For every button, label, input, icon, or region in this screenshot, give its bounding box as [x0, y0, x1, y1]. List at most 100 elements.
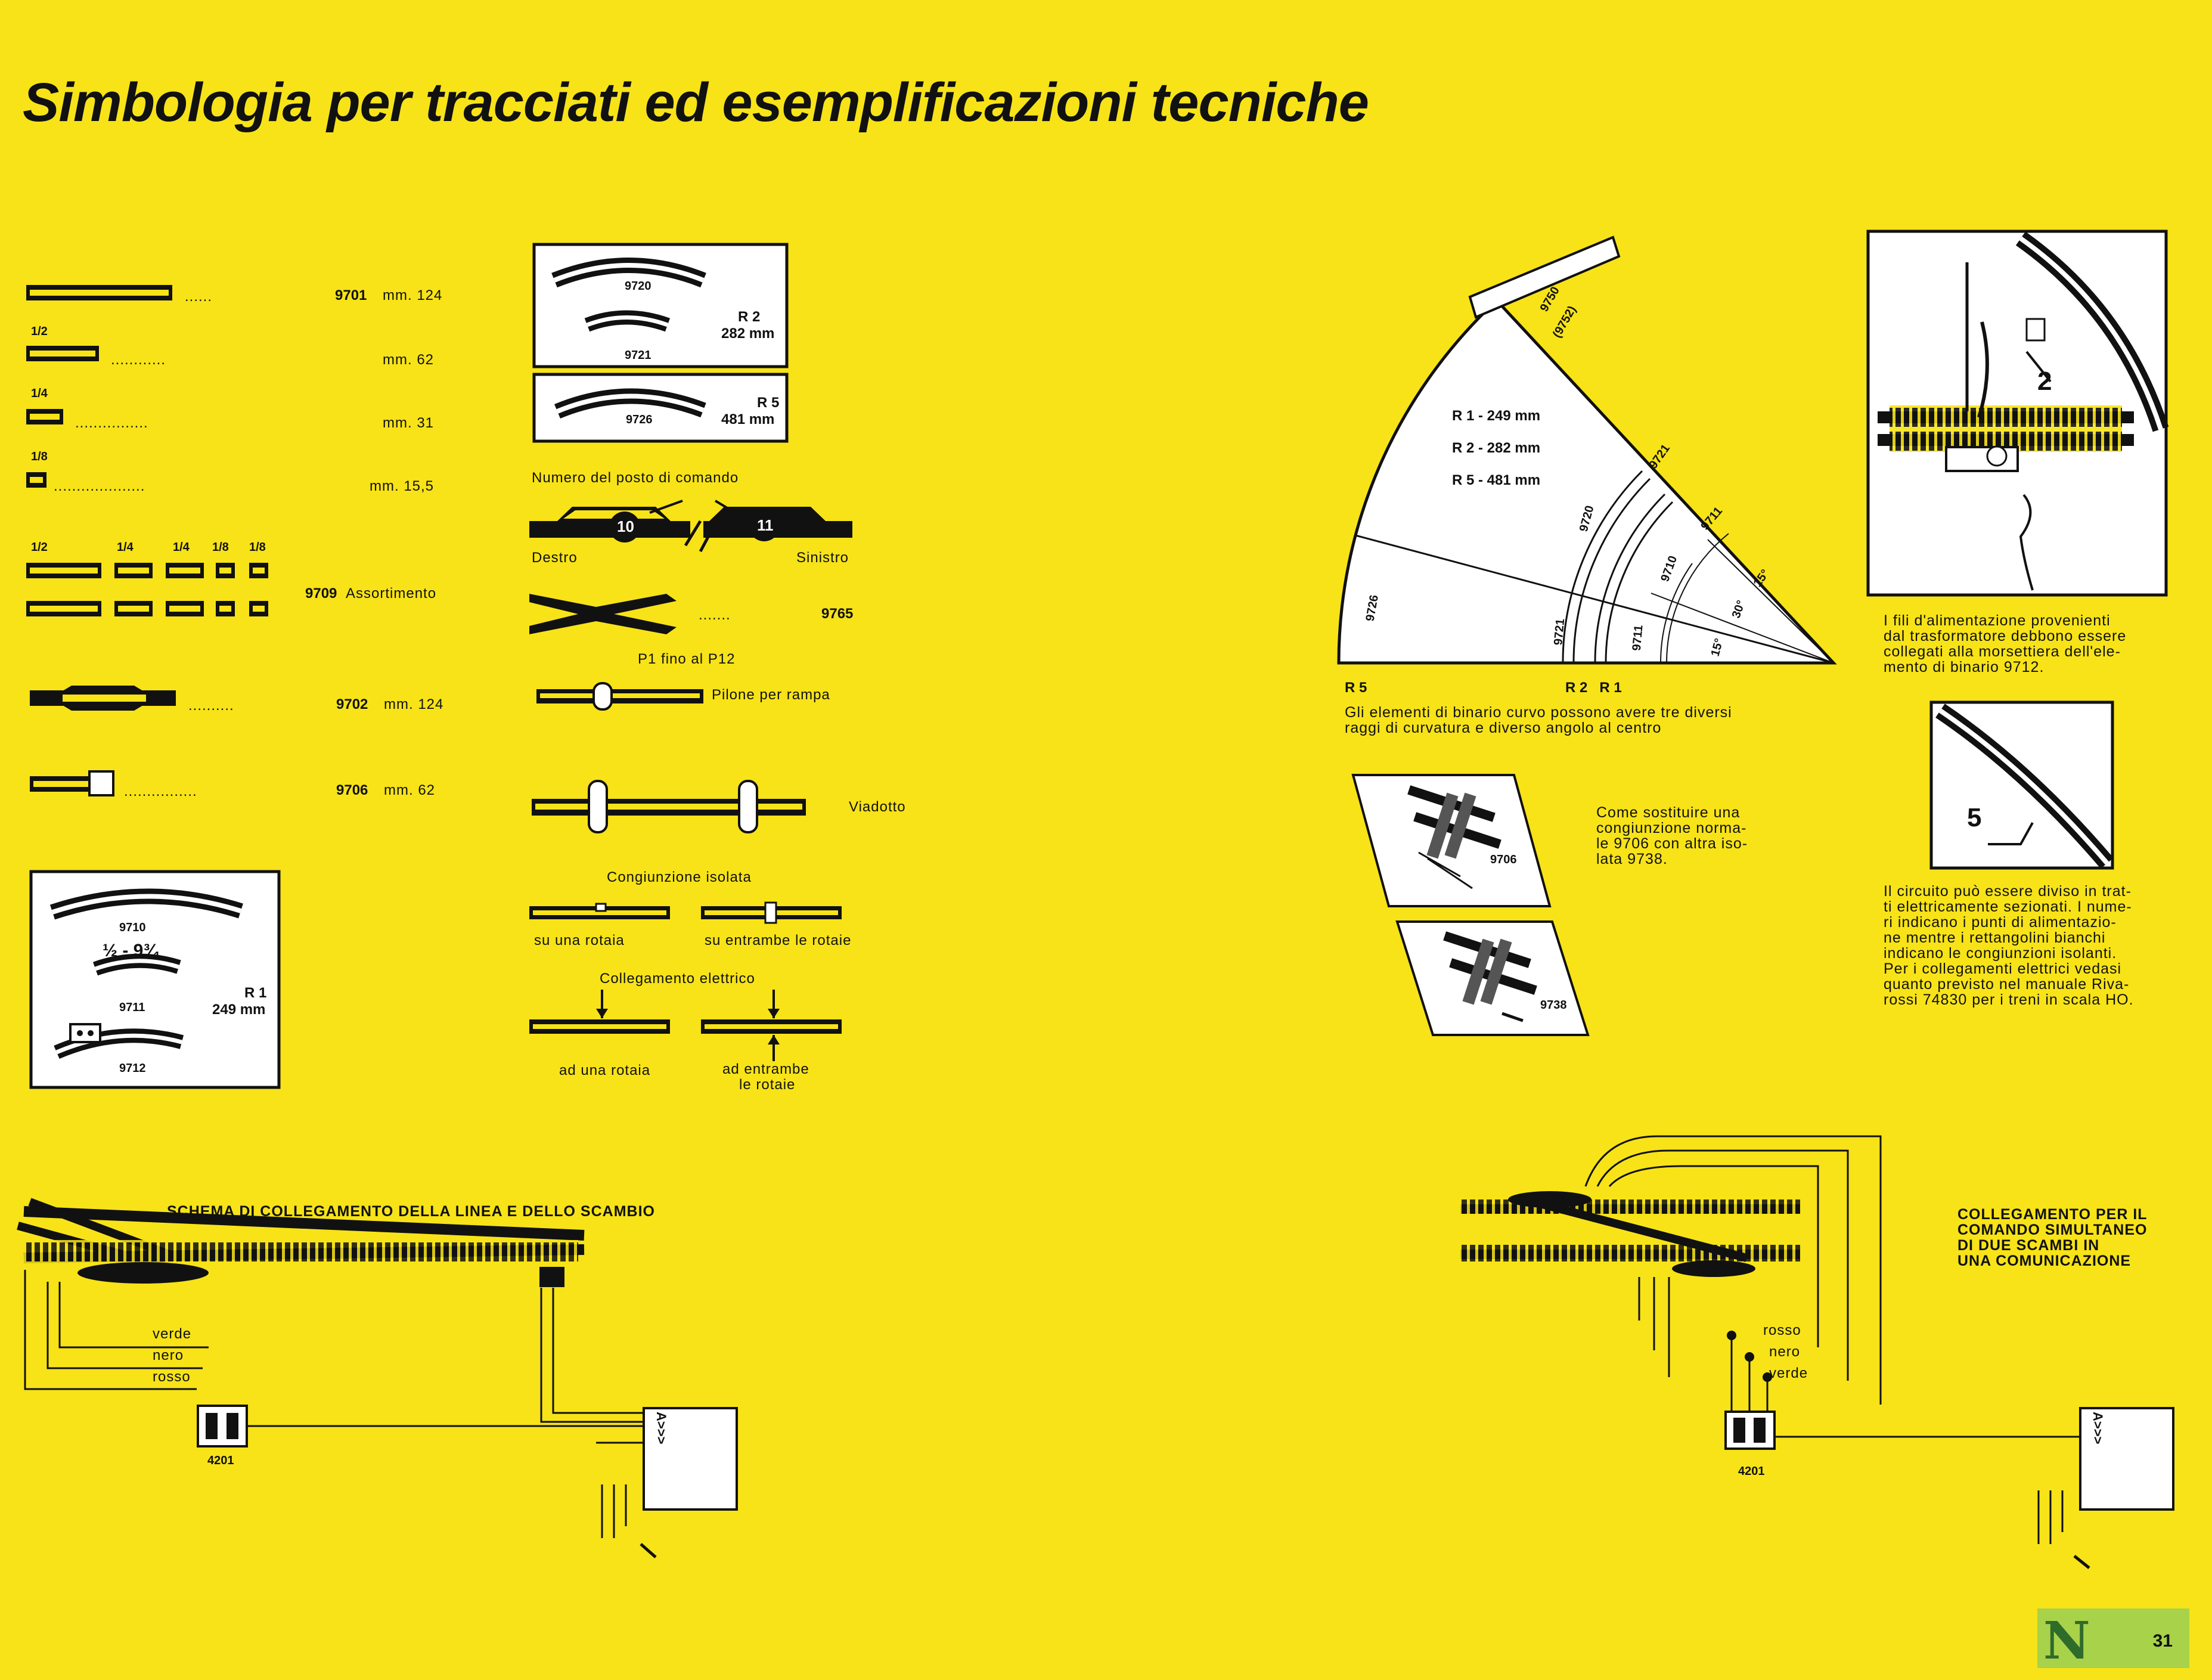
control-post-number-11: 11 [757, 516, 774, 534]
schema-right-code: 4201 [1738, 1465, 1765, 1478]
right-wiring-schema [1460, 1135, 2174, 1569]
curve-box-1-top-code: 9720 [625, 280, 651, 293]
track-length-quarter: mm. 31 [383, 415, 435, 431]
page-badge: N 31 [2037, 1608, 2189, 1671]
track-9706-symbol [30, 770, 114, 796]
switch-box-left-label: A>>> [654, 1412, 669, 1445]
replacement-text: Come sostituire una congiunzione norma- … [1596, 804, 1748, 867]
circuit-note: Il circuito può essere diviso in trat- t… [1884, 883, 2134, 1008]
straight-track-quarter [26, 409, 63, 424]
fan-axis-r2-r1: R 2 R 1 [1565, 680, 1622, 696]
scale-letter: N [2043, 1611, 2090, 1671]
curve-box-2-code: 9726 [626, 413, 653, 426]
curve-box-3-radius: R 1 [244, 985, 267, 1001]
replacement-code-9738: 9738 [1540, 999, 1567, 1012]
curve-box-3-code-1: 9710 [119, 921, 146, 934]
track-fraction-half: 1/2 [31, 325, 48, 338]
curve-box-1-bottom-code: 9721 [625, 349, 651, 362]
assortment-fraction-1: 1/2 [31, 541, 48, 554]
schema-left-wire-2: nero [153, 1347, 184, 1363]
pylon-label: Pilone per rampa [712, 687, 830, 703]
fan-label-9711-bottom: 9711 [1630, 624, 1646, 652]
dotted-leader: ................ [75, 415, 148, 431]
track-length-9702: mm. 124 [384, 696, 444, 712]
insulated-one-rail-label: su una rotaia [534, 932, 625, 949]
dotted-leader: ............ [111, 352, 166, 368]
dotted-leader: .......... [188, 698, 234, 714]
replacement-code-9706: 9706 [1490, 853, 1517, 866]
curve-box-3-code-3: 9712 [119, 1062, 146, 1075]
curve-box-1-radius: R 2 [738, 309, 761, 325]
dotted-leader: ....... [699, 607, 731, 623]
schema-right-title: COLLEGAMENTO PER IL COMANDO SIMULTANEO D… [1957, 1206, 2148, 1269]
straight-track-eighth [26, 472, 46, 488]
pylon-symbol [536, 682, 703, 711]
track-fraction-eighth: 1/8 [31, 450, 48, 463]
control-post-left-symbol [699, 500, 852, 553]
assortment-code: 9709 [305, 585, 337, 602]
viaduct-symbol [532, 780, 806, 833]
electric-both-rails-symbol [701, 990, 842, 1061]
control-post-right-symbol [529, 500, 702, 547]
track-length-9706: mm. 62 [384, 782, 436, 798]
insulated-both-rails-symbol [701, 901, 842, 924]
curve-box-1-radius-mm: 282 mm [721, 326, 775, 342]
replacement-diagram-9738 [1395, 920, 1590, 1036]
track-length-half: mm. 62 [383, 352, 435, 368]
curve-box-3-radius-mm: 249 mm [212, 1002, 266, 1018]
curve-box-3-fraction: ½ - 9¾ [103, 941, 159, 960]
switch-box-right-label: A>>> [2090, 1412, 2105, 1445]
track-length-9701: mm. 124 [383, 287, 443, 303]
schema-right-wire-1: rosso [1763, 1322, 1801, 1338]
replacement-diagram-9706 [1351, 774, 1552, 907]
track-code-9706: 9706 [336, 782, 368, 798]
control-post-number-10: 10 [617, 517, 634, 535]
assortment-fraction-5: 1/8 [249, 541, 266, 554]
page-number: 31 [2152, 1631, 2173, 1651]
assortment-fraction-3: 1/4 [173, 541, 190, 554]
assortment-fraction-4: 1/8 [212, 541, 229, 554]
schema-left-wire-1: verde [153, 1326, 192, 1342]
electric-one-rail-label: ad una rotaia [559, 1062, 651, 1078]
page-title: Simbologia per tracciati ed esemplificaz… [23, 72, 1369, 133]
schema-left-wire-3: rosso [153, 1369, 191, 1385]
schema-left-title: SCHEMA DI COLLEGAMENTO DELLA LINEA E DEL… [167, 1203, 655, 1220]
straight-track-9701 [26, 285, 172, 300]
fan-axis-r5: R 5 [1345, 680, 1367, 696]
insulated-one-rail-symbol [529, 903, 670, 919]
assortment-label: Assortimento [346, 585, 437, 602]
circuit-detail-box [1929, 700, 2114, 870]
curve-radius-fan-diagram [1337, 235, 1837, 665]
schema-left-code: 4201 [207, 1454, 234, 1467]
fan-radius-r1: R 1 - 249 mm [1452, 408, 1541, 424]
track-length-eighth: mm. 15,5 [370, 478, 435, 494]
track-fraction-quarter: 1/4 [31, 387, 48, 400]
detail-number-5: 5 [1967, 803, 1982, 832]
assortment-fraction-2: 1/4 [117, 541, 134, 554]
control-post-right-label: Destro [532, 550, 578, 566]
electric-heading: Collegamento elettrico [600, 971, 755, 987]
track-9702-symbol [30, 686, 176, 711]
fan-label-9721-bottom: 9721 [1552, 618, 1568, 646]
crossing-9765-symbol [529, 594, 677, 634]
dotted-leader: ...... [185, 289, 213, 305]
curve-box-3-code-2: 9711 [119, 1001, 145, 1014]
electric-both-rails-label-2: le rotaie [739, 1077, 796, 1093]
dotted-leader: ................ [124, 783, 197, 799]
left-wiring-schema [17, 1198, 738, 1558]
terminal-clip-9712 [69, 1023, 101, 1043]
track-code-9702: 9702 [336, 696, 368, 712]
control-post-left-label: Sinistro [796, 550, 849, 566]
schema-right-wire-2: nero [1769, 1344, 1801, 1360]
fan-radius-r5: R 5 - 481 mm [1452, 472, 1541, 488]
crossing-code: 9765 [821, 606, 854, 622]
insulated-heading: Congiunzione isolata [607, 869, 752, 885]
straight-track-half [26, 346, 99, 361]
insulated-both-rails-label: su entrambe le rotaie [705, 932, 852, 949]
wires-note: I fili d'alimentazione provenienti dal t… [1884, 612, 2127, 675]
viaduct-label: Viadotto [849, 799, 906, 815]
electric-both-rails-label-1: ad entrambe [722, 1061, 809, 1077]
dotted-leader: .................... [54, 478, 145, 494]
pylon-range: P1 fino al P12 [638, 651, 736, 667]
